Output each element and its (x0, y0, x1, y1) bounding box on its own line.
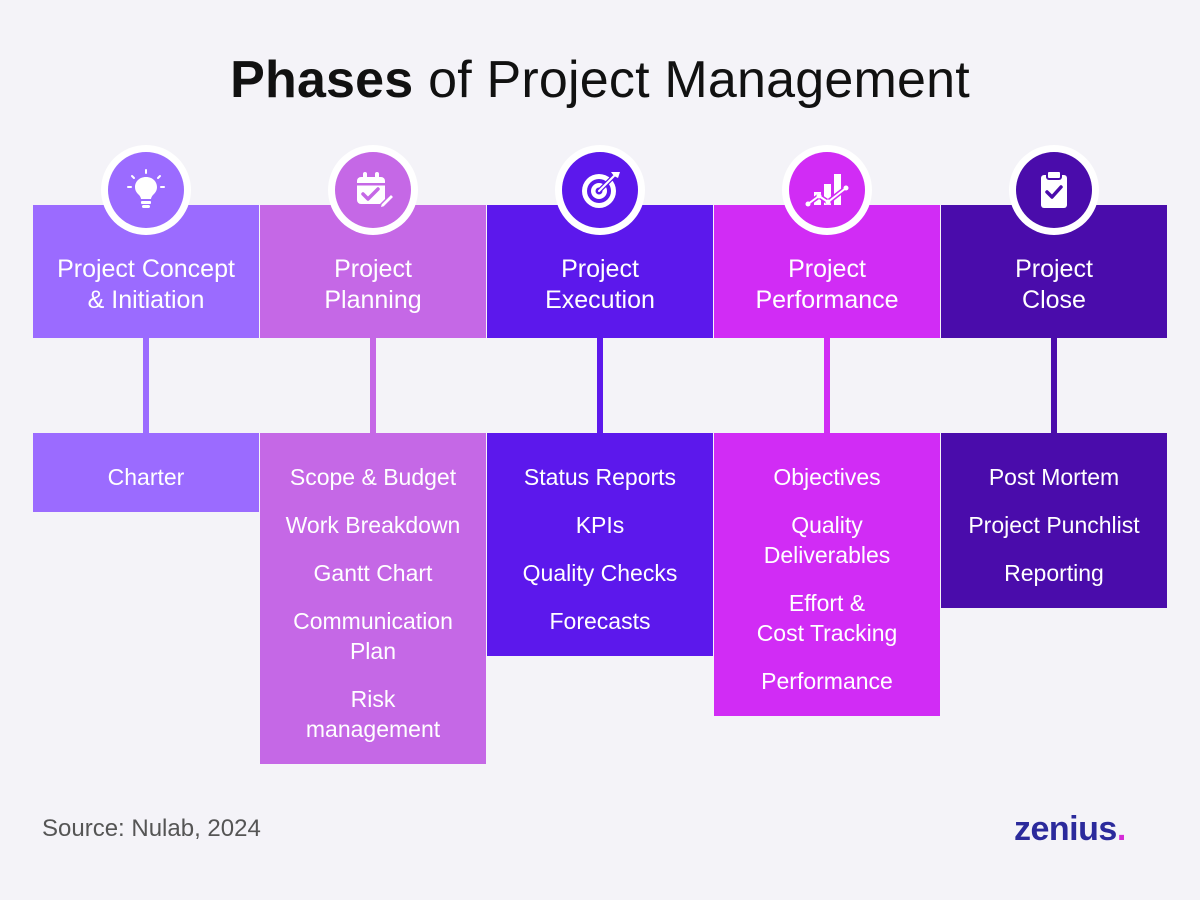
detail-item: Status Reports (523, 464, 677, 490)
zenius-logo: zenius. (1014, 810, 1126, 849)
logo-text: zenius (1014, 810, 1117, 848)
detail-item: Charter (107, 464, 185, 490)
clipboard-check-icon (1041, 170, 1067, 208)
lightbulb-icon (127, 169, 165, 208)
detail-box-initiation: Charter (33, 433, 259, 512)
detail-item: Post Mortem (988, 464, 1120, 490)
detail-item: Reporting (1004, 560, 1104, 586)
detail-item: Scope & Budget (289, 464, 457, 490)
detail-item: Quality Checks (522, 560, 678, 586)
icon-badge (1009, 145, 1099, 235)
icon-badge (328, 145, 418, 235)
detail-item: KPIs (575, 512, 625, 538)
detail-item: Project Punchlist (968, 512, 1140, 538)
title-bold: Phases (230, 51, 414, 109)
calendar-check-icon (357, 172, 395, 210)
detail-item: Quality Deliverables (763, 512, 891, 568)
detail-item: Risk management (305, 686, 441, 742)
icon-badge (101, 145, 191, 235)
detail-item: Gantt Chart (313, 560, 433, 586)
chart-icon (805, 174, 849, 207)
connector-line (597, 338, 603, 433)
detail-item: Forecasts (549, 608, 651, 634)
connector-line (1051, 338, 1057, 433)
detail-item: Effort & Cost Tracking (756, 590, 898, 646)
icon-badge (782, 145, 872, 235)
logo-dot: . (1116, 810, 1126, 848)
source-caption: Source: Nulab, 2024 (42, 815, 261, 842)
detail-item: Communication Plan (293, 608, 453, 664)
connector-line (824, 338, 830, 433)
connector-line (143, 338, 149, 433)
connector-line (370, 338, 376, 433)
icon-badge (555, 145, 645, 235)
detail-item: Performance (761, 668, 893, 694)
target-icon (582, 172, 620, 208)
detail-item: Work Breakdown (285, 512, 461, 538)
page-title: Phases of Project Management (0, 50, 1200, 110)
detail-item: Objectives (773, 464, 881, 490)
title-rest: of Project Management (413, 51, 970, 109)
